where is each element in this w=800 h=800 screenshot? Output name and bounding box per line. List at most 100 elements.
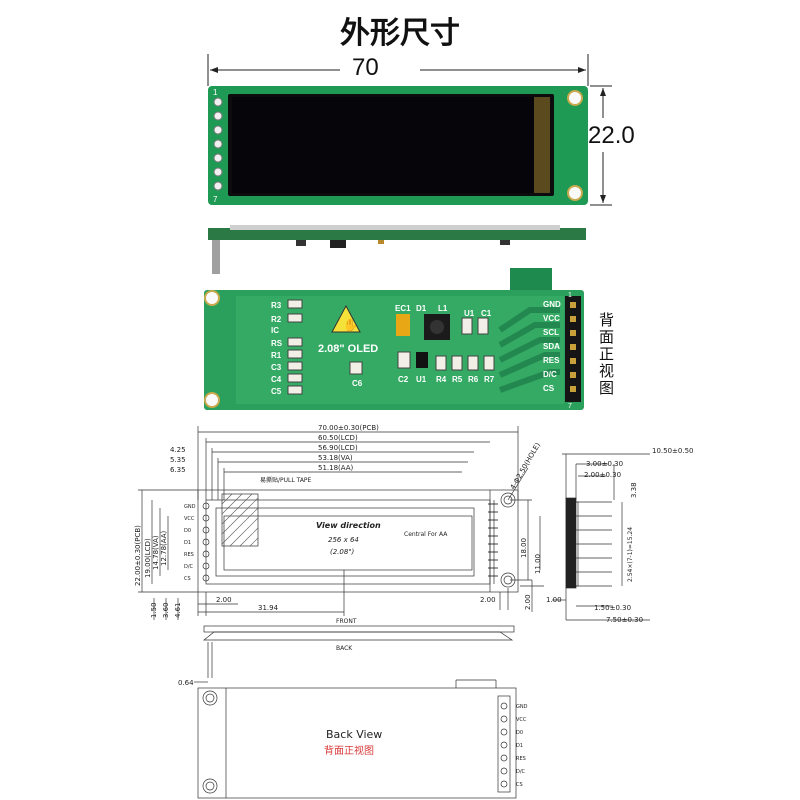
back-pin-label: D0 (516, 730, 523, 736)
technical-drawing: 70.00±0.30(PCB) 60.50(LCD) 56.90(LCD) 53… (134, 424, 694, 799)
module-front (208, 86, 588, 205)
dim-side-3: 2.00±0.30 (584, 471, 621, 479)
svg-text:GND: GND (543, 300, 561, 309)
svg-text:C2: C2 (398, 375, 409, 384)
dim-2-00-left: 2.00 (216, 596, 232, 604)
dimension-lines-top (207, 54, 612, 206)
dim-0-64: 0.64 (178, 679, 194, 687)
side-view-body (566, 498, 576, 588)
svg-text:RES: RES (543, 356, 560, 365)
svg-text:SDA: SDA (543, 342, 560, 351)
dim-offset-2: 5.35 (170, 456, 186, 464)
back-view-cn-label: 背面正视图 (324, 744, 374, 757)
back-view-side-label: 背面正视图 (597, 312, 615, 397)
svg-text:IC: IC (271, 326, 279, 335)
module-photos: 1 7 ✋ (204, 54, 612, 410)
dim-va-height: 14.78(VA) (152, 535, 160, 570)
back-pin-first: 1 (568, 292, 572, 299)
page-title: 外形尺寸 (340, 16, 460, 51)
front-pin-label: CS (184, 576, 191, 582)
back-pin-labels: GND VCC SCL SDA RES D/C CS (543, 300, 561, 393)
back-view-label: Back View (326, 728, 382, 741)
dim-18-00: 18.00 (520, 538, 528, 558)
svg-text:SCL: SCL (543, 328, 559, 337)
svg-text:D1: D1 (416, 304, 427, 313)
back-silk-top: EC1 D1 L1 U1 C1 (395, 304, 492, 318)
dim-side-bottom-3: 7.50±0.30 (606, 616, 643, 624)
hole-label: 4-Φ2.50(HOLE) (509, 441, 542, 491)
height-dimension: 22.0 (588, 122, 635, 149)
front-pin-label: RES (184, 552, 194, 558)
size-label: (2.08") (330, 548, 355, 556)
back-pin-label: GND (516, 704, 528, 710)
module-back: ✋ (204, 290, 584, 410)
front-pin-label: D1 (184, 540, 191, 546)
dim-side-2: 3.00±0.30 (586, 460, 623, 468)
dim-offset-1: 4.25 (170, 446, 186, 454)
svg-text:D/C: D/C (543, 370, 557, 379)
front-label: FRONT (336, 618, 357, 625)
svg-text:VCC: VCC (543, 314, 560, 323)
back-smd-left (287, 299, 303, 395)
back-view-pins (500, 702, 508, 788)
pitch-label: 2.54×(7-1)=15.24 (627, 527, 634, 582)
dim-aa-width: 51.18(AA) (318, 464, 354, 472)
dim-2-00-right: 2.00 (480, 596, 496, 604)
front-pin-label: VCC (184, 516, 195, 522)
svg-text:L1: L1 (438, 304, 448, 313)
dim-11-00: 11.00 (534, 554, 542, 574)
dim-lcd-width-1: 60.50(LCD) (318, 434, 358, 442)
module-side (208, 225, 586, 274)
back-header-pins (570, 302, 576, 392)
svg-text:R7: R7 (484, 375, 495, 384)
back-silk-bottom: C2 U1 R4 R5 R6 R7 (398, 375, 495, 384)
pull-tape-hatch (221, 493, 259, 547)
model-label: 2.08" OLED (318, 343, 378, 355)
svg-text:R3: R3 (271, 301, 282, 310)
svg-text:R5: R5 (452, 375, 463, 384)
svg-text:✋: ✋ (343, 318, 358, 332)
resolution-label: 256 x 64 (328, 536, 359, 544)
dim-side-bottom-2: 1.50±0.30 (594, 604, 631, 612)
pin-last-label: 7 (213, 195, 218, 204)
svg-text:C5: C5 (271, 387, 282, 396)
dim-lcd-width-2: 56.90(LCD) (318, 444, 358, 452)
dim-side-1: 10.50±0.50 (652, 447, 694, 455)
svg-text:RS: RS (271, 339, 283, 348)
back-pin-label: RES (516, 756, 526, 762)
dim-lcd-height: 19.00(LCD) (144, 538, 152, 578)
back-pin-label: D/C (516, 769, 526, 775)
svg-text:U1: U1 (464, 309, 475, 318)
svg-text:C1: C1 (481, 309, 492, 318)
back-label: BACK (336, 645, 353, 652)
back-silk-c6: C6 (352, 379, 363, 388)
dim-pcb-width: 70.00±0.30(PCB) (318, 424, 379, 432)
svg-text:R4: R4 (436, 375, 447, 384)
back-pin-label: CS (516, 782, 523, 788)
pull-tape-label: 易撕贴/PULL TAPE (260, 476, 312, 484)
flex-tab (510, 268, 552, 290)
dim-side-bottom-1: 1.00 (546, 596, 562, 604)
dim-va-width: 53.18(VA) (318, 454, 353, 462)
svg-text:C4: C4 (271, 375, 282, 384)
dim-2-00-vertical: 2.00 (524, 594, 532, 610)
dim-aa-height: 12.78(AA) (160, 530, 168, 566)
svg-text:R6: R6 (468, 375, 479, 384)
front-pin-label: D/C (184, 564, 194, 570)
svg-text:C3: C3 (271, 363, 282, 372)
front-pin-holes (213, 97, 223, 191)
svg-text:R2: R2 (271, 315, 282, 324)
back-pin-last: 7 (568, 403, 572, 410)
dim-pcb-height: 22.00±0.30(PCB) (134, 525, 142, 586)
dim-bottom-3: 4.61 (174, 602, 182, 618)
dim-bottom-1: 1.50 (150, 602, 158, 618)
view-direction-label: View direction (316, 521, 381, 530)
dim-bottom-2: 3.60 (162, 602, 170, 618)
width-dimension: 70 (352, 54, 379, 81)
front-pin-label: GND (184, 504, 196, 510)
back-pin-label: D1 (516, 743, 523, 749)
back-silk-left: R3 R2 IC RS R1 C3 C4 C5 (271, 301, 283, 396)
dim-offset-3: 6.35 (170, 466, 186, 474)
flex-hatch (488, 503, 498, 577)
central-label: Central For AA (404, 531, 448, 538)
